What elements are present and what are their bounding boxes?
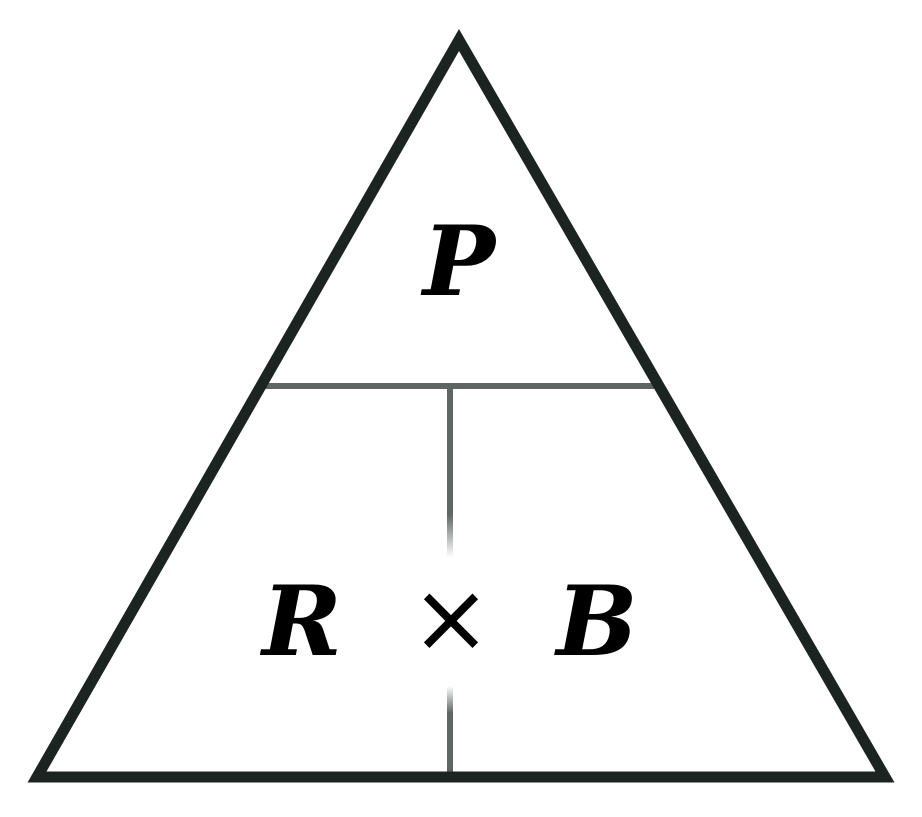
label-bottom-right: B — [553, 565, 637, 678]
label-bottom-left: R — [259, 565, 342, 678]
triangle-outline — [27, 28, 895, 783]
vertical-divider-lower — [447, 686, 453, 776]
label-top: P — [420, 205, 498, 318]
multiply-icon: × — [411, 562, 491, 674]
vertical-divider-upper — [447, 387, 453, 557]
